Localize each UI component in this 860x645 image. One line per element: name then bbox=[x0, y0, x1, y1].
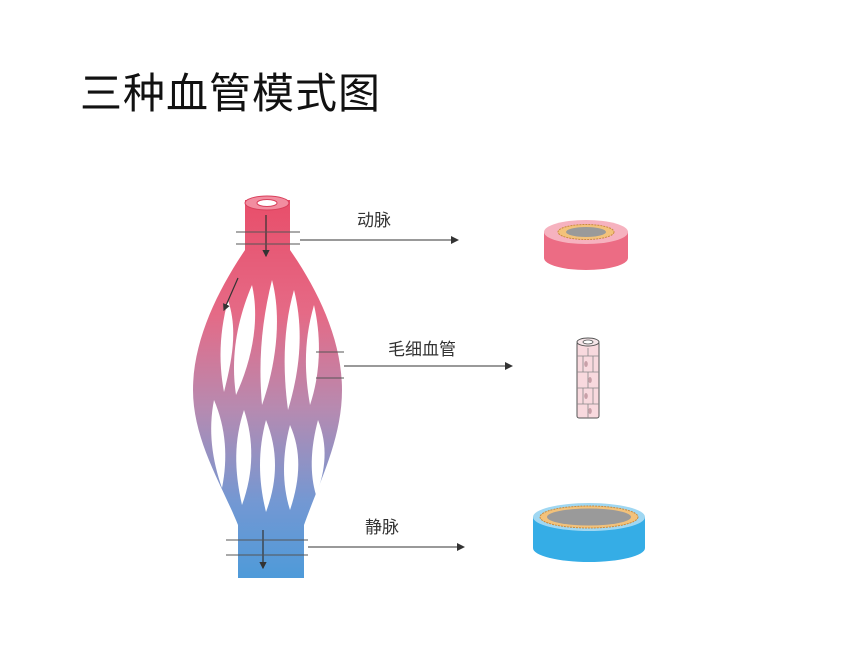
artery-cross-section bbox=[544, 220, 628, 270]
artery-label: 动脉 bbox=[357, 211, 391, 231]
capillary-label: 毛细血管 bbox=[388, 340, 456, 360]
page-title: 三种血管模式图 bbox=[80, 69, 382, 118]
capillary-cross-section bbox=[576, 337, 600, 419]
vein-cross-section bbox=[533, 503, 645, 562]
vessel-network bbox=[193, 195, 344, 578]
vein-label: 静脉 bbox=[365, 518, 399, 538]
